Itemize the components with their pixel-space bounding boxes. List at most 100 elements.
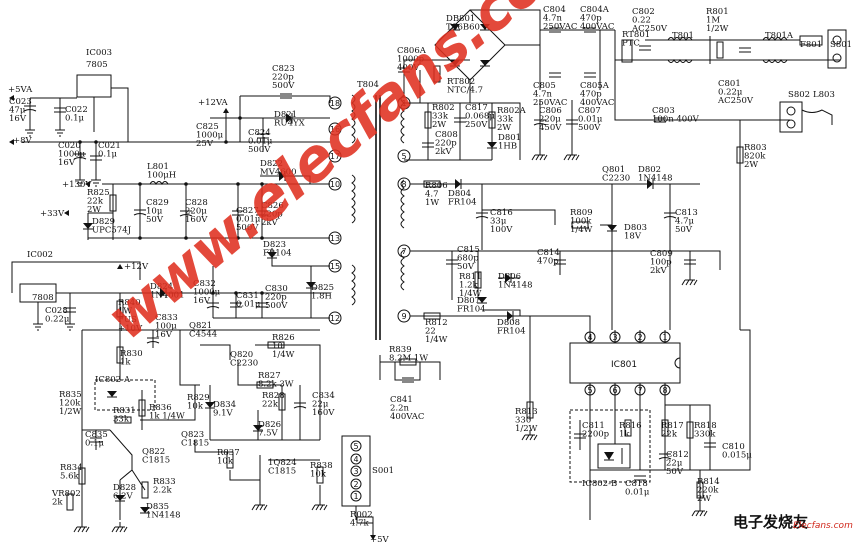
label-d803-line: D803 bbox=[624, 223, 647, 233]
label-t804: T804 bbox=[357, 80, 379, 90]
label-d834-line: 9.1V bbox=[213, 409, 234, 419]
label-ic002-line: IC002 bbox=[27, 250, 53, 260]
label-ic002-part-line: 7808 bbox=[32, 293, 54, 303]
label-r816-line: R816 bbox=[619, 421, 642, 431]
label-c801-line: C801 bbox=[718, 79, 741, 89]
label-c810-line: 0.015μ bbox=[722, 451, 752, 461]
label-c824-line: C824 bbox=[248, 128, 271, 138]
secondary-wiring bbox=[11, 74, 331, 533]
label-c826-line: 220p bbox=[261, 210, 283, 220]
label-r831-line: 33k bbox=[113, 415, 130, 425]
label-t801a-line: T801A bbox=[765, 31, 794, 41]
t804-pin-17: 17 bbox=[330, 152, 340, 161]
label-r825-line: 22k bbox=[87, 197, 104, 207]
label-r801-line: 1/2W bbox=[706, 24, 729, 34]
label-q821-line: Q821 bbox=[189, 321, 212, 331]
label-r829-line: 10k bbox=[187, 402, 204, 412]
label-d826-line: D826 bbox=[258, 420, 281, 430]
label-sup-33v-line: +33V bbox=[40, 209, 65, 219]
label-c022-line: C022 bbox=[65, 105, 88, 115]
label-c828-line: 160V bbox=[185, 215, 208, 225]
label-r803-line: 2W bbox=[744, 160, 758, 170]
label-c828-line: C828 bbox=[185, 198, 208, 208]
label-c023-line: C023 bbox=[9, 97, 32, 107]
label-c827-line: 500V bbox=[236, 223, 259, 233]
label-c809-line: 2kV bbox=[650, 266, 668, 276]
label-r811-line: 1/4W bbox=[459, 289, 482, 299]
s001-pin-4: 4 bbox=[353, 455, 358, 464]
label-t801-line: T801 bbox=[672, 31, 694, 41]
label-d821-line: D821 bbox=[274, 110, 297, 120]
label-sup-5va: +5VA bbox=[8, 85, 33, 95]
label-r816-line: 1k bbox=[619, 430, 630, 440]
connector-s001: 5 4 3 2 1 S001 bbox=[341, 435, 394, 536]
label-r806-line: 4.7 bbox=[425, 190, 439, 200]
label-r803-line: R803 bbox=[744, 143, 767, 153]
s001-pin-5: 5 bbox=[353, 442, 358, 451]
label-c808-line: 220p bbox=[435, 139, 457, 149]
label-r813-line: 1/2W bbox=[515, 424, 538, 434]
label-c806-line: 450V bbox=[539, 123, 562, 133]
label-t801a: T801A bbox=[765, 31, 794, 41]
label-ic802b-line: IC802-B bbox=[582, 479, 617, 489]
label-c817-line: C817 bbox=[465, 103, 488, 113]
label-r840-line: FUS bbox=[118, 315, 137, 325]
label-d834-line: D834 bbox=[213, 400, 236, 410]
label-c831-line: 0.01μ bbox=[236, 300, 261, 310]
label-c832-line: 1000μ bbox=[193, 288, 221, 298]
label-r814-line: 2W bbox=[697, 494, 711, 504]
label-c807-line: 500V bbox=[578, 123, 601, 133]
label-f801: F801 bbox=[800, 40, 822, 50]
label-q801-line: C2230 bbox=[602, 174, 630, 184]
label-c028-line: C028 bbox=[45, 306, 68, 316]
label-d806-line: 1N4148 bbox=[498, 281, 532, 291]
label-c020-line: C020 bbox=[58, 141, 81, 151]
label-r817-line: R817 bbox=[661, 421, 684, 431]
label-sup-130v-line: +130V bbox=[62, 180, 92, 190]
label-r840-line: 1W bbox=[118, 307, 132, 317]
label-d808-line: FR104 bbox=[497, 327, 526, 337]
label-c807-line: C807 bbox=[578, 106, 601, 116]
label-r836-line: R836 bbox=[149, 403, 172, 413]
label-rt801-line: PTC bbox=[622, 39, 640, 49]
label-d829-line: D829 bbox=[92, 217, 115, 227]
label-c021-line: 0.1μ bbox=[98, 150, 118, 160]
label-r839-line: R839 bbox=[389, 345, 412, 355]
label-s801-line: S801 bbox=[830, 40, 852, 50]
label-r839-line: 8.2M 1W bbox=[389, 354, 428, 364]
label-r837-line: R837 bbox=[217, 448, 240, 458]
s001-pin-3: 3 bbox=[353, 467, 358, 476]
label-c809-line: C809 bbox=[650, 249, 673, 259]
supply-terminals bbox=[9, 95, 376, 540]
label-r002-line: R002 bbox=[350, 510, 373, 520]
label-r829-line: R829 bbox=[187, 393, 210, 403]
label-s802: S802 bbox=[788, 90, 810, 100]
label-c805a-line: 400VAC bbox=[580, 98, 614, 108]
label-c826-line: 2kV bbox=[261, 218, 279, 228]
label-c802-line: C802 bbox=[632, 7, 655, 17]
label-r840-line: R840 bbox=[118, 298, 141, 308]
label-c817-line: 0.068μ bbox=[465, 112, 495, 122]
s001-pin-2: 2 bbox=[353, 480, 358, 489]
label-r833-line: R833 bbox=[153, 477, 176, 487]
